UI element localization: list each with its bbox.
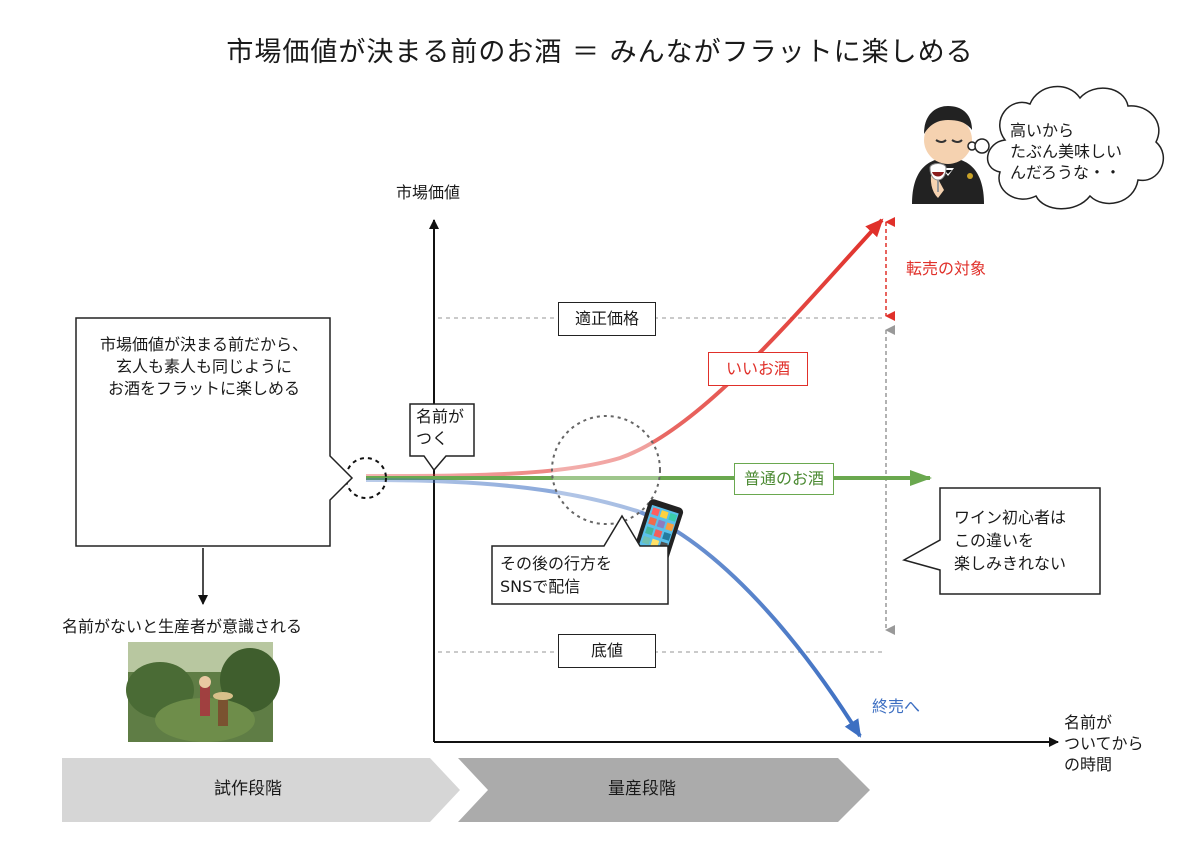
- poor-curve-label: 終売へ: [872, 697, 921, 716]
- poor-curve: [365, 478, 862, 738]
- origin-circle: [345, 457, 387, 499]
- good-curve: [365, 218, 884, 478]
- producer-note-text: 名前がないと生産者が意識される: [62, 617, 303, 636]
- resale-label: 転売の対象: [906, 259, 987, 278]
- beginner-text: ワイン初心者は この違いを 楽しみきれない: [954, 508, 1067, 573]
- naming-box-frame: [409, 403, 475, 472]
- sns-text: その後の行方を SNSで配信: [500, 554, 613, 596]
- stage-prototype-band: [62, 758, 460, 822]
- sns-box-frame: [491, 514, 669, 605]
- prototype-note-frame: [75, 317, 354, 547]
- prototype-note-text: 市場価値が決まる前だから、 玄人も素人も同じように お酒をフラットに楽しめる: [99, 335, 308, 398]
- stage-production-label: 量産段階: [608, 779, 676, 799]
- x-axis-label: 名前が ついてから の時間: [1064, 713, 1144, 774]
- page-title: 市場価値が決まる前のお酒 ＝ みんながフラットに楽しめる: [226, 37, 974, 68]
- sommelier-icon: [912, 106, 984, 204]
- lower-level-label: 底値: [558, 634, 656, 668]
- upper-level-label: 適正価格: [558, 302, 656, 336]
- divergence-circle: [551, 415, 661, 525]
- stage-production-band: [458, 758, 870, 822]
- thought-bubble: [967, 85, 1165, 210]
- beginner-box-frame: [902, 487, 1101, 595]
- vineyard-photo: [126, 642, 280, 742]
- naming-label: 名前が つく: [416, 407, 465, 448]
- stage-prototype-label: 試作段階: [214, 779, 282, 799]
- good-curve-label: いいお酒: [708, 352, 808, 386]
- sommelier-thought: 高いから たぶん美味しい んだろうな・・: [1010, 121, 1123, 182]
- normal-curve-label: 普通のお酒: [734, 463, 834, 495]
- y-axis-label: 市場価値: [396, 183, 461, 202]
